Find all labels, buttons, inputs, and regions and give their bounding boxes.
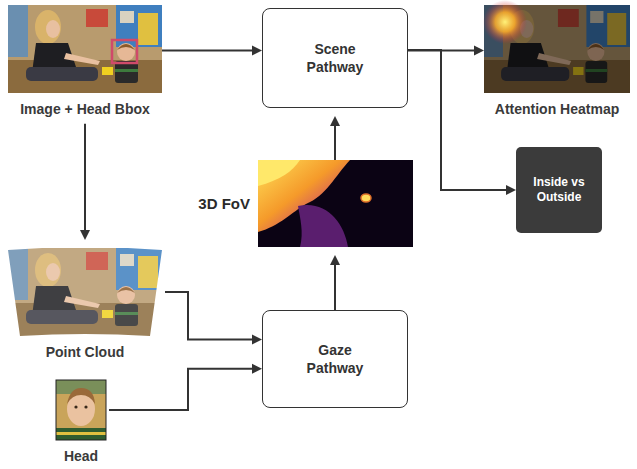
fov-background [258, 160, 413, 247]
hair [67, 388, 95, 404]
eye [74, 405, 77, 408]
point-cloud-image [8, 244, 162, 339]
arrowhead [330, 255, 340, 265]
connector-line [162, 50, 254, 52]
shirt-stripe [56, 432, 106, 435]
image-caption: 3D FoV [198, 195, 250, 213]
connector-line [334, 124, 336, 160]
image-panel: Point Cloud [8, 248, 162, 336]
image-caption: Image + Head Bbox [20, 101, 150, 118]
head-background [56, 380, 106, 440]
image-panel: Image + Head Bbox [8, 5, 162, 93]
connector [165, 292, 262, 344]
box-label: Gaze Pathway [299, 341, 371, 377]
arrowhead [330, 116, 340, 126]
process-box: Scene Pathway [262, 8, 408, 108]
head-image [56, 380, 106, 440]
arrowhead [474, 46, 484, 56]
scene-photo [8, 5, 162, 93]
image-panel: Attention Heatmap [484, 5, 630, 93]
head-bbox [112, 40, 137, 63]
connector-line [84, 124, 86, 232]
connector [162, 46, 262, 56]
fov-spot [361, 194, 371, 202]
ground [8, 244, 162, 339]
input-image [8, 5, 162, 93]
arrowhead [506, 185, 516, 195]
fov-region [258, 160, 300, 186]
arrowhead [252, 364, 262, 374]
connector-line [109, 369, 254, 410]
image-caption: Head [64, 448, 98, 465]
connector [330, 255, 340, 310]
eye [84, 405, 87, 408]
heatmap-image [483, 0, 630, 93]
output-box: Inside vs Outside [516, 147, 602, 233]
image-panel: Head [56, 380, 106, 440]
shirt [56, 428, 106, 440]
scene-photo [8, 248, 162, 336]
arrowhead [252, 334, 262, 344]
connector-line [165, 292, 254, 339]
arrowhead [252, 46, 262, 56]
image-caption: Point Cloud [46, 344, 125, 361]
connector [408, 50, 516, 195]
heat-spot [483, 0, 527, 44]
arrowhead [80, 230, 90, 240]
box-label: Scene Pathway [299, 40, 371, 76]
image-panel: 3D FoV [258, 160, 413, 247]
connector [109, 364, 262, 410]
process-box: Gaze Pathway [262, 310, 408, 408]
image-caption: Attention Heatmap [495, 101, 619, 118]
connector [330, 116, 340, 160]
connector-line [334, 263, 336, 310]
fov-region [298, 205, 348, 247]
connector [80, 124, 90, 240]
fov-image [258, 160, 413, 247]
box-label: Inside vs Outside [531, 175, 587, 205]
head-frame [56, 380, 106, 440]
connector-line [408, 50, 508, 190]
